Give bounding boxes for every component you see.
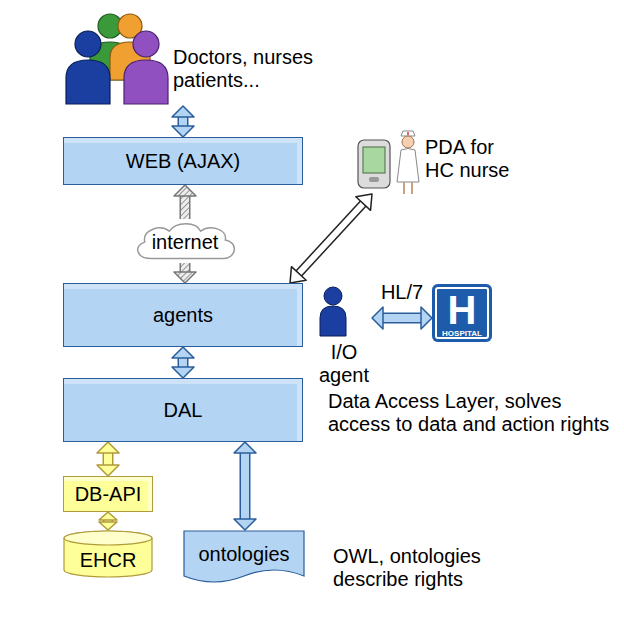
node-text: Doctors, nurses patients...	[173, 46, 353, 92]
arrow-shaft-outline	[240, 449, 251, 524]
arrow-head	[99, 512, 117, 520]
edge-label: HL/7	[379, 281, 425, 304]
arrow-head	[99, 522, 117, 530]
cylinder-top	[64, 531, 152, 545]
double-arrow	[172, 347, 194, 378]
arrow-head	[290, 267, 306, 283]
node-text: I/O agent	[316, 341, 372, 387]
people-icon	[66, 14, 168, 104]
agent-icon	[320, 287, 346, 336]
node-text: ontologies	[198, 543, 289, 566]
double-arrow	[174, 185, 196, 219]
arrow-head	[172, 347, 194, 358]
node-text: agents	[153, 304, 213, 327]
arrow-head	[174, 272, 196, 283]
double-arrow	[234, 442, 256, 530]
document-shape: ontologies	[183, 530, 305, 586]
arrow-head	[372, 307, 383, 329]
layer-box: agents	[63, 283, 303, 347]
cylinder-body	[64, 531, 152, 577]
arrow-head	[174, 185, 196, 196]
cloud: internet	[129, 219, 241, 263]
node-text: DB-API	[75, 483, 142, 506]
arrow-shaft-outline	[295, 200, 366, 278]
arrow-head	[97, 442, 119, 453]
agent-figure: I/O agent	[316, 286, 372, 390]
node-text: internet	[152, 231, 219, 254]
user-group: Doctors, nurses patients...	[62, 8, 362, 106]
node-text: EHCR	[80, 549, 137, 572]
arrow-shaft	[241, 449, 249, 524]
node-text: WEB (AJAX)	[126, 150, 240, 173]
double-arrow	[172, 106, 194, 137]
arrow-shaft-outline	[379, 313, 426, 324]
arrow-head	[234, 442, 256, 453]
node-text: DAL	[164, 399, 203, 422]
double-arrow	[97, 442, 119, 476]
layer-box: WEB (AJAX)	[63, 137, 303, 185]
document-outline	[184, 531, 304, 582]
database-cylinder: EHCR	[63, 530, 153, 578]
annotation-note: OWL, ontologies describe rights	[333, 545, 503, 591]
node-text: H	[448, 290, 477, 330]
arrow-shaft	[295, 200, 366, 278]
arrow-head	[97, 465, 119, 476]
arrow-head	[172, 126, 194, 137]
double-arrow	[99, 512, 117, 530]
node-text: HOSPITAL	[442, 330, 482, 338]
pda-icon	[358, 140, 390, 188]
api-box: DB-API	[63, 476, 153, 512]
layer-box: DAL	[63, 378, 303, 442]
arrow-shaft	[379, 314, 426, 322]
arrow-head	[356, 194, 372, 210]
hospital-sign: HHOSPITAL	[432, 284, 492, 342]
double-arrow	[290, 194, 372, 283]
arrow-head	[172, 367, 194, 378]
pda-device: PDA for HC nurse	[352, 128, 588, 194]
annotation-note: Data Access Layer, solves access to data…	[328, 390, 616, 436]
double-arrow	[372, 307, 432, 329]
arrow-head	[234, 519, 256, 530]
arrow-head	[172, 106, 194, 117]
arrow-head	[421, 307, 432, 329]
cloud-outline	[138, 224, 235, 259]
double-arrow	[174, 263, 196, 283]
node-text: PDA for HC nurse	[425, 136, 525, 182]
nurse-icon	[397, 131, 419, 194]
